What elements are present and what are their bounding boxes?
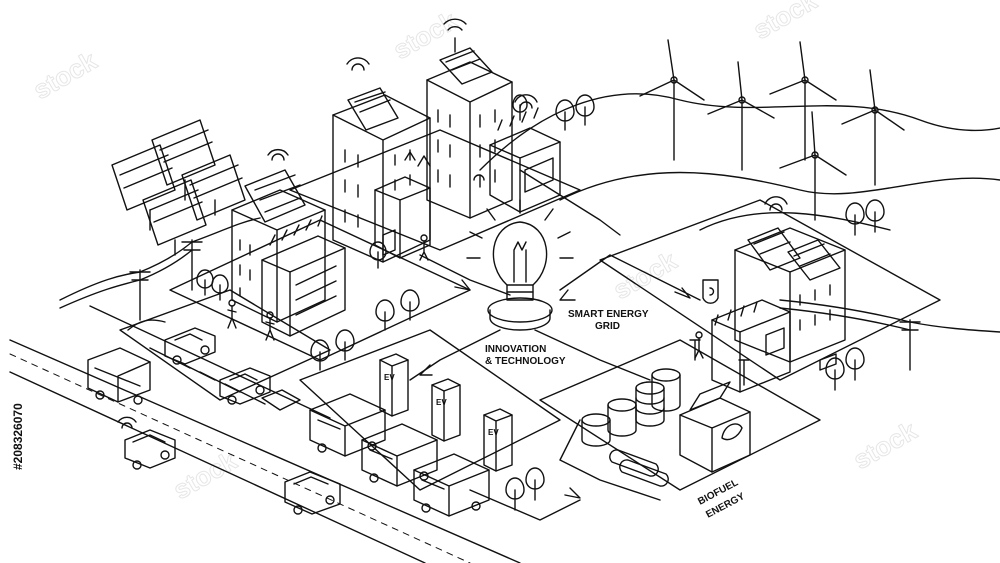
innovation-label-line2: & TECHNOLOGY [485, 356, 566, 367]
bus-icon [309, 393, 386, 457]
wifi-icon [267, 149, 289, 161]
watermark-text: stock [848, 415, 922, 475]
wifi-icon [473, 174, 485, 181]
gas-cylinder-icon [619, 459, 669, 487]
rooftop-solar-panel [747, 227, 801, 271]
watermark-text: stock [748, 0, 822, 45]
storage-tank-icon [635, 381, 665, 427]
wind-turbines [639, 39, 905, 221]
smart-grid-label-line2: GRID [595, 321, 620, 332]
watermark-text: stock [28, 45, 102, 105]
ev-charger-icon: EV [483, 408, 513, 472]
person-icon [227, 299, 237, 329]
lightbulb-icon [466, 199, 574, 331]
ev-label: EV [436, 398, 447, 407]
wifi-icon [764, 196, 788, 211]
bus-icon [87, 347, 151, 405]
innovation-label-line1: INNOVATION [485, 344, 546, 355]
car-icon [219, 367, 271, 405]
car-icon [284, 471, 341, 515]
ev-charger-icon: EV [431, 378, 461, 442]
building-left [231, 149, 346, 337]
bus-icon [413, 453, 490, 517]
ev-charging-stations: EV EV EV [379, 353, 513, 472]
antenna-icon [443, 18, 467, 53]
ev-charger-icon: EV [379, 353, 409, 417]
rooftop-solar-panel [787, 239, 841, 281]
wind-turbine-icon [841, 69, 905, 186]
ev-label: EV [488, 428, 499, 437]
gas-cylinder-icon [609, 449, 659, 477]
street [9, 305, 521, 563]
grid-arrows [419, 279, 691, 499]
people [227, 234, 704, 359]
car-icon [124, 429, 176, 470]
power-grid-paths [409, 169, 701, 521]
ev-label: EV [384, 373, 395, 382]
battery-icon [819, 353, 837, 371]
person-icon [694, 331, 704, 359]
person-icon [419, 234, 429, 261]
wind-turbine-icon [639, 39, 705, 161]
wifi-icon [346, 57, 370, 71]
person-icon [265, 311, 275, 341]
car-icon [164, 327, 216, 365]
power-lines [59, 217, 1000, 371]
rooftop-solar-panel [439, 47, 493, 85]
stock-id-text: #208326070 [11, 403, 25, 470]
smart-grid-label-line1: SMART ENERGY [568, 309, 649, 320]
wifi-icon [117, 416, 137, 429]
rooftop-solar-panel [347, 87, 399, 131]
wind-turbine-icon [769, 41, 837, 161]
storage-tank-icon [607, 398, 637, 437]
hills [479, 93, 1000, 231]
solar-panel-array [111, 119, 246, 256]
leaf-icon [721, 423, 743, 441]
biofuel-plant [581, 368, 751, 487]
wind-turbine-icon [779, 111, 847, 221]
storage-tank-icon [651, 368, 681, 412]
trees [196, 94, 885, 511]
bus-icon [361, 423, 438, 487]
rooftop-solar-panel [244, 169, 306, 223]
city-blocks [119, 129, 941, 491]
building-east [689, 196, 846, 393]
watermark-text: stock [608, 245, 682, 305]
wind-turbine-icon [707, 61, 775, 171]
lightbulb-sign-icon [702, 279, 719, 304]
buses [87, 347, 490, 517]
cars [117, 327, 341, 515]
building-right [426, 18, 561, 219]
storage-tank-icon [581, 413, 611, 447]
building-middle [332, 57, 431, 263]
